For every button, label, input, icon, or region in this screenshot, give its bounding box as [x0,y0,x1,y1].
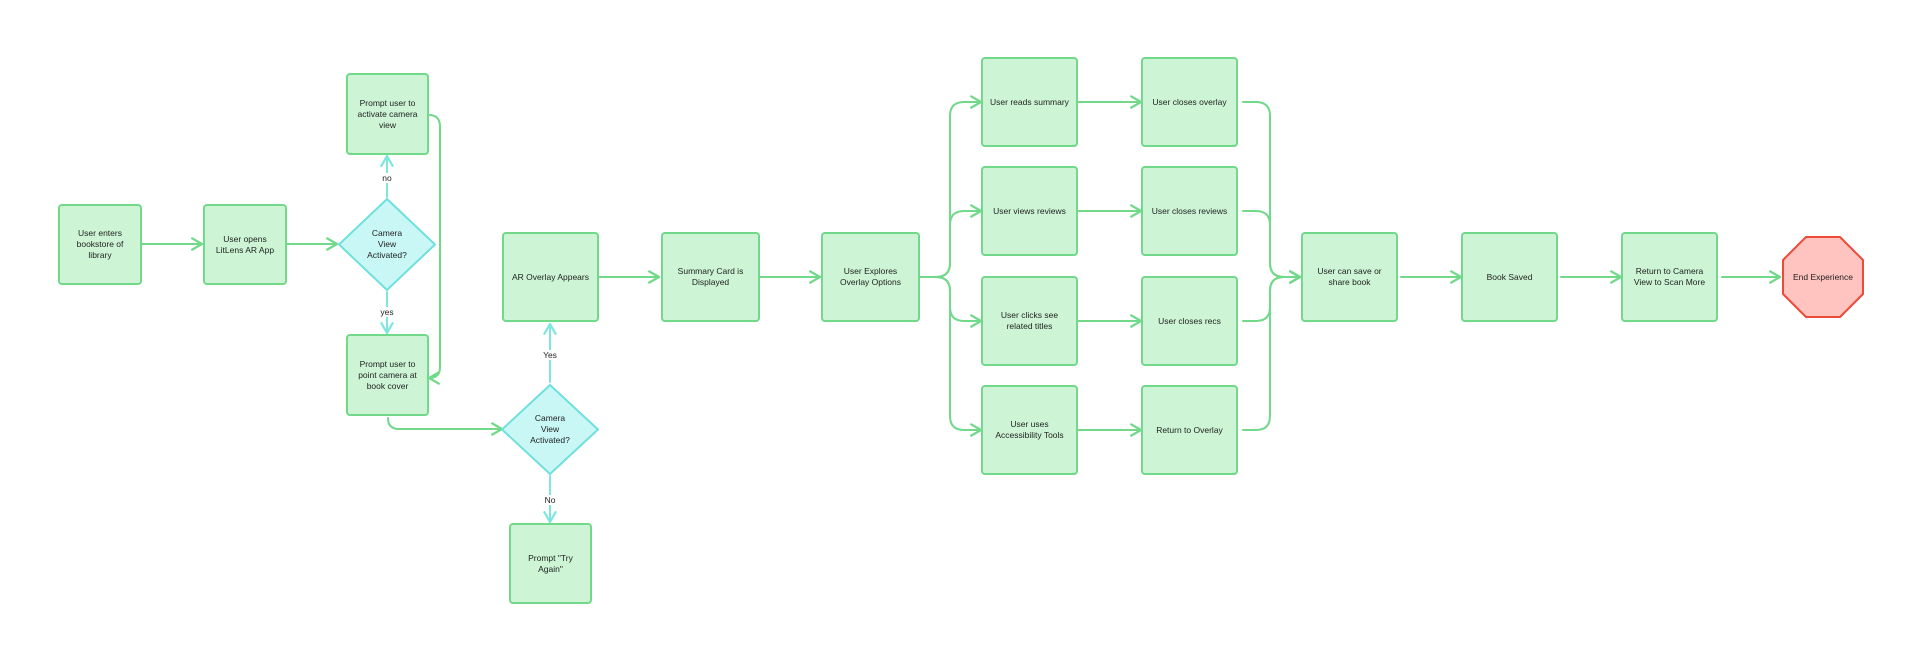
node-user-reads-summary: User reads summary [981,57,1078,147]
node-user-views-reviews: User views reviews [981,166,1078,256]
node-label: User views reviews [993,205,1066,216]
node-label: Return to Camera View to Scan More [1633,266,1706,287]
decision-camera-activated-2: Camera View Activated? [500,383,600,476]
node-prompt-activate-camera: Prompt user to activate camera view [346,73,429,155]
node-label: User reads summary [990,96,1069,107]
node-user-closes-overlay: User closes overlay [1141,57,1238,147]
node-label: User closes overlay [1152,96,1227,107]
node-ar-overlay-appears: AR Overlay Appears [502,232,599,322]
edge-label-no: no [381,173,393,183]
node-return-to-overlay: Return to Overlay [1141,385,1238,475]
node-label: Summary Card is Displayed [677,266,744,287]
node-save-or-share: User can save or share book [1301,232,1398,322]
node-label: User Explores Overlay Options [840,266,901,287]
edge-prompt-activate-to-point [427,114,441,385]
node-summary-card-displayed: Summary Card is Displayed [661,232,760,322]
node-label: Prompt "Try Again" [528,552,573,574]
decision-camera-activated-1: Camera View Activated? [337,197,437,292]
node-user-enters-bookstore: User enters bookstore of library [58,204,142,285]
node-user-explores-options: User Explores Overlay Options [821,232,920,322]
edge-label-yes: yes [379,307,395,317]
node-label: Prompt user to activate camera view [357,97,418,130]
node-user-closes-reviews: User closes reviews [1141,166,1238,256]
edge-return-overlay-to-save [1242,270,1302,431]
node-label: User clicks see related titles [1000,310,1059,331]
edge-label-no-upper: No [543,495,557,505]
decision-label: Camera View Activated? [367,228,407,260]
edge-point-to-decision2 [387,417,504,436]
node-label: User uses Accessibility Tools [995,419,1064,440]
decision-label: Camera View Activated? [530,413,570,445]
node-label: User closes recs [1158,315,1221,326]
node-label: User opens LitLens AR App [215,233,275,255]
node-label: Return to Overlay [1156,424,1223,435]
edge-label-yes-upper: Yes [542,350,558,360]
edge-closes-overlay-to-save [1242,101,1302,284]
node-book-saved: Book Saved [1461,232,1558,322]
node-return-to-camera: Return to Camera View to Scan More [1621,232,1718,322]
node-end-experience: End Experience [1781,235,1865,319]
node-label: User enters bookstore of library [76,228,124,260]
node-prompt-point-camera: Prompt user to point camera at book cove… [346,334,429,416]
edge-closes-reviews-to-save [1242,210,1302,284]
node-label: User closes reviews [1151,205,1228,216]
node-label: Prompt user to point camera at book cove… [358,358,417,391]
end-label: End Experience [1792,271,1853,282]
node-user-uses-accessibility: User uses Accessibility Tools [981,385,1078,475]
node-label: Book Saved [1486,271,1533,282]
node-user-clicks-related: User clicks see related titles [981,276,1078,366]
node-user-opens-app: User opens LitLens AR App [203,204,287,285]
edge-explores-to-accessibility [919,276,983,437]
node-prompt-try-again: Prompt "Try Again" [509,523,592,604]
node-label: AR Overlay Appears [511,271,589,282]
edge-explores-to-views [919,204,983,278]
node-label: User can save or share book [1317,266,1382,287]
node-user-closes-recs: User closes recs [1141,276,1238,366]
